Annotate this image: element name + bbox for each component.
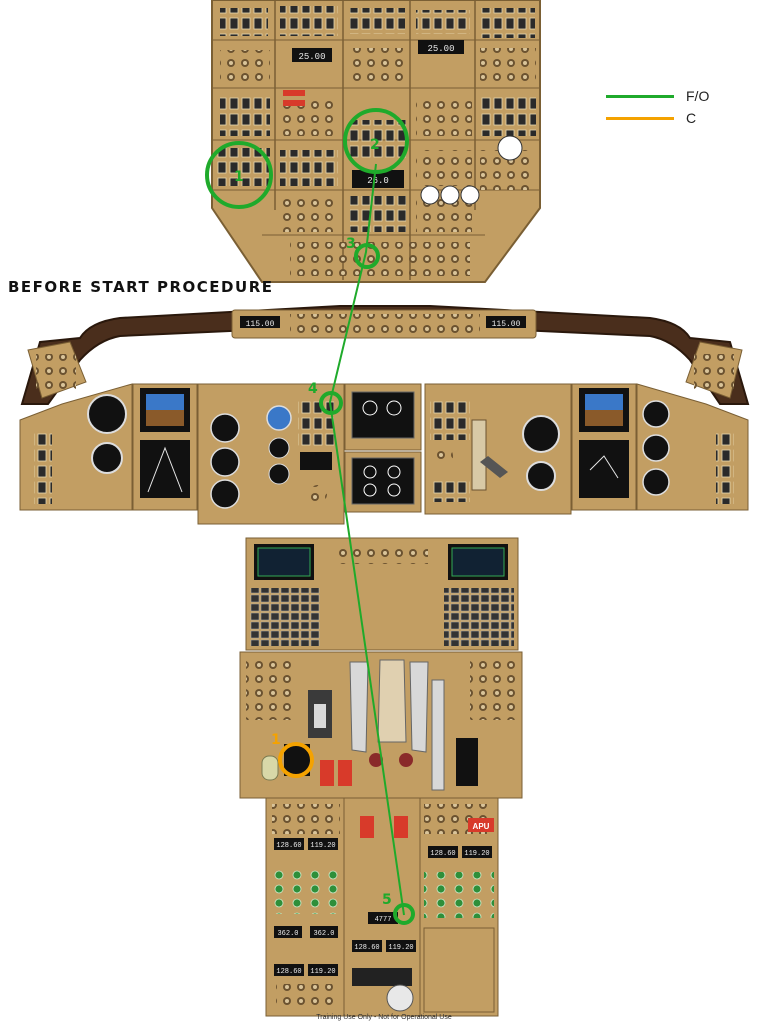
overhead-readout-3: 26.0 bbox=[367, 176, 389, 186]
transponder-code: 4777 bbox=[375, 916, 392, 924]
step-2-fo-marker bbox=[343, 108, 409, 174]
step-1-fo-marker bbox=[205, 141, 273, 209]
vhf-lower-standby: 119.20 bbox=[310, 968, 335, 976]
step-1-fo-label: 1 bbox=[234, 169, 244, 185]
step-2-fo-label: 2 bbox=[370, 137, 380, 153]
legend-fo-swatch bbox=[606, 94, 674, 98]
fo-flow-path bbox=[328, 163, 405, 916]
glareshield-readout-right: 115.00 bbox=[492, 320, 521, 329]
footer-disclaimer: Training Use Only - Not for Operational … bbox=[316, 1014, 452, 1021]
legend-captain-label: C bbox=[686, 110, 697, 126]
glareshield: 115.00 115.00 bbox=[20, 305, 750, 405]
step-3-fo-marker bbox=[354, 243, 380, 269]
hf-right: 362.0 bbox=[313, 930, 334, 938]
hf-left: 362.0 bbox=[277, 930, 298, 938]
vhf-right-active: 128.60 bbox=[430, 850, 455, 858]
pedestal: APU 128.60 119.20 128.60 119.20 4777 128… bbox=[239, 537, 523, 1017]
overhead-readout-1: 25.00 bbox=[298, 52, 325, 62]
legend-fo-label: F/O bbox=[686, 88, 710, 104]
vhf-left-active: 128.60 bbox=[276, 842, 301, 850]
apu-placard: APU bbox=[473, 822, 490, 831]
step-5-fo-marker bbox=[393, 903, 415, 925]
main-instrument-panel bbox=[19, 383, 749, 525]
vhf-left-standby: 119.20 bbox=[310, 842, 335, 850]
step-4-fo-label: 4 bbox=[308, 381, 318, 397]
overhead-panel: 25.00 25.00 26.0 bbox=[211, 0, 541, 283]
legend-fo: F/O bbox=[606, 86, 709, 106]
step-4-fo-marker bbox=[319, 391, 343, 415]
step-labels: 1 2 3 4 5 1 bbox=[234, 137, 392, 908]
vhf-right-standby: 119.20 bbox=[464, 850, 489, 858]
procedure-title: BEFORE START PROCEDURE bbox=[8, 278, 274, 296]
step-markers bbox=[205, 108, 415, 925]
legend-captain-swatch bbox=[606, 116, 674, 120]
overhead-readout-2: 25.00 bbox=[427, 44, 454, 54]
step-3-fo-label: 3 bbox=[346, 236, 356, 252]
vhf-lower-active: 128.60 bbox=[276, 968, 301, 976]
step-5-fo-label: 5 bbox=[382, 892, 392, 908]
vhf-center-active: 128.60 bbox=[354, 944, 379, 952]
vhf-center-standby: 119.20 bbox=[388, 944, 413, 952]
glareshield-readout-left: 115.00 bbox=[246, 320, 275, 329]
step-1-captain-marker bbox=[278, 742, 314, 778]
step-1-captain-label: 1 bbox=[271, 732, 281, 748]
legend-captain: C bbox=[606, 108, 696, 128]
fo-flow-line bbox=[328, 163, 405, 916]
